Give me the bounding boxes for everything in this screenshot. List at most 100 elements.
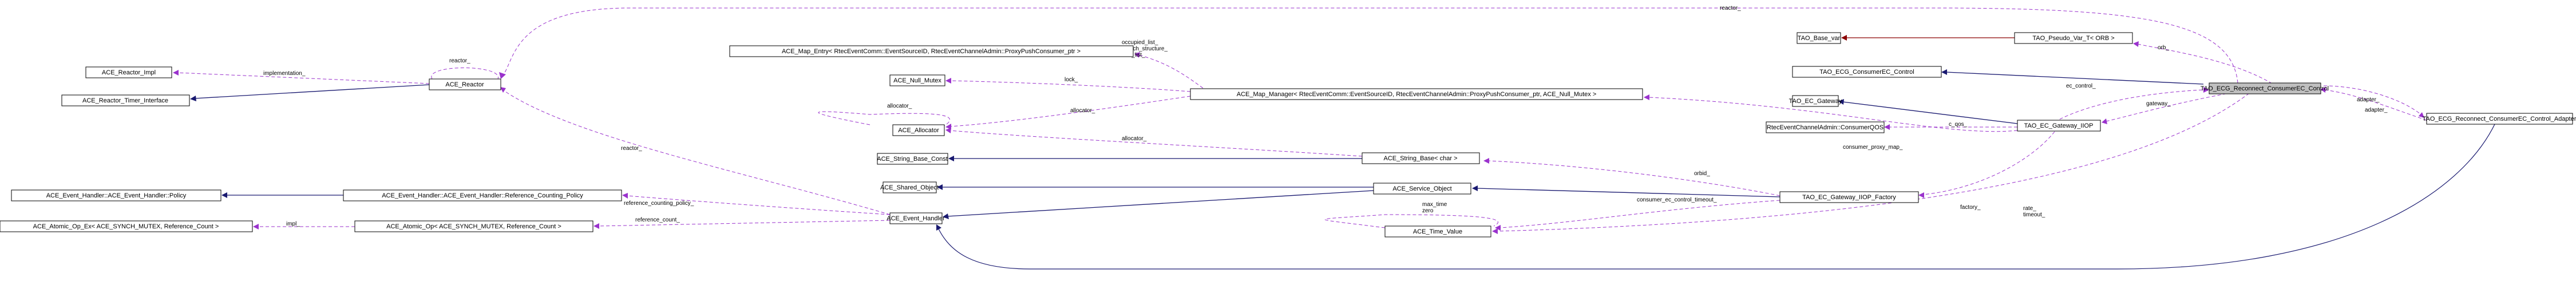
node-label: ACE_Service_Object <box>1392 185 1451 192</box>
node-label: ACE_String_Base< char > <box>1383 155 1457 162</box>
node-rtec-consumer-qos[interactable]: RtecEventChannelAdmin::ConsumerQOS <box>1766 121 1885 133</box>
node-tao-ecg-reconnect-consumerec-control[interactable]: TAO_ECG_Reconnect_ConsumerEC_Control <box>2201 82 2329 94</box>
node-label: TAO_ECG_ConsumerEC_Control <box>1819 69 1914 76</box>
node-label: ACE_Map_Entry< RtecEventComm::EventSourc… <box>782 48 1081 55</box>
node-tao-pseudo-var[interactable]: TAO_Pseudo_Var_T< ORB > <box>2014 32 2133 44</box>
edge-label-rate-timeout: rate_timeout_ <box>2023 205 2045 218</box>
node-ace-reactor[interactable]: ACE_Reactor <box>429 78 501 90</box>
edge-allocator-self <box>818 111 951 126</box>
edge-rate-timeout <box>1496 93 2250 232</box>
edge-ec-gateway <box>1842 101 2018 124</box>
node-tao-base-var[interactable]: TAO_Base_var <box>1797 32 1841 44</box>
edge-label-adapter-2: adapter_ <box>2365 107 2388 113</box>
node-tao-ecg-consumerec-control[interactable]: TAO_ECG_ConsumerEC_Control <box>1792 66 1942 78</box>
edge-gateway <box>2106 91 2238 122</box>
edge-adapter-event-handler <box>938 122 2496 270</box>
node-label: TAO_EC_Gateway_IIOP <box>2024 122 2094 129</box>
edge-adapter-event-handler-arrowhead <box>936 224 941 231</box>
node-label: ACE_Atomic_Op< ACE_SYNCH_MUTEX, Referenc… <box>386 223 561 230</box>
edge-orb <box>2137 43 2273 84</box>
node-label: TAO_ECG_Reconnect_ConsumerEC_Control <box>2201 85 2329 92</box>
edge-reactor-self <box>431 68 498 80</box>
node-tao-ecg-reconnect-adapter[interactable]: TAO_ECG_Reconnect_ConsumerEC_Control_Ada… <box>2423 113 2576 125</box>
node-map-entry[interactable]: ACE_Map_Entry< RtecEventComm::EventSourc… <box>729 45 1134 57</box>
edge-adapter-2-arrowhead <box>2320 87 2326 93</box>
node-event-handler[interactable]: ACE_Event_Handler <box>887 212 945 224</box>
node-atomic-op[interactable]: ACE_Atomic_Op< ACE_SYNCH_MUTEX, Referenc… <box>354 220 593 232</box>
edge-reactor-top-arrowhead <box>499 72 506 79</box>
node-ace-reactor-impl[interactable]: ACE_Reactor_Impl <box>85 66 172 78</box>
edge-label-ec-control: ec_control_ <box>2066 83 2096 89</box>
edge-occupied <box>1138 54 1208 92</box>
node-eh-policy[interactable]: ACE_Event_Handler::ACE_Event_Handler::Po… <box>11 189 221 201</box>
edge-occupied-arrowhead <box>1134 52 1140 58</box>
edge-label-reactor-eh: reactor_ <box>621 145 642 152</box>
edge-orbid-arrowhead <box>1483 158 1489 164</box>
node-shared-object[interactable]: ACE_Shared_Object <box>880 181 939 193</box>
node-label: ACE_Null_Mutex <box>893 77 941 84</box>
edge-label-adapter-1: adapter_ <box>2357 97 2380 103</box>
node-tao-ec-gateway[interactable]: TAO_EC_Gateway <box>1789 95 1842 107</box>
node-service-object[interactable]: ACE_Service_Object <box>1373 183 1471 195</box>
edge-label-allocator-mm: allocator_ <box>1070 108 1095 114</box>
node-label: ACE_Shared_Object <box>880 184 939 191</box>
edge-timer-interface <box>194 84 430 99</box>
node-label: ACE_Map_Manager< RtecEventComm::EventSou… <box>1237 91 1597 98</box>
edge-event-handler-inherit <box>947 190 1374 217</box>
node-label: ACE_Event_Handler::ACE_Event_Handler::Po… <box>46 192 187 199</box>
edge-ec-control-arrowhead <box>2203 87 2209 93</box>
edge-label-refcount-policy: reference_counting_policy_ <box>624 200 694 207</box>
node-label: ACE_Reactor_Impl <box>102 69 156 76</box>
node-null-mutex[interactable]: ACE_Null_Mutex <box>889 74 945 86</box>
node-allocator[interactable]: ACE_Allocator <box>892 124 945 136</box>
edge-label-consumer-ec-control-timeout: consumer_ec_control_timeout_ <box>1637 197 1717 203</box>
node-label: TAO_EC_Gateway_IIOP_Factory <box>1802 194 1896 201</box>
node-eh-refcount-policy[interactable]: ACE_Event_Handler::ACE_Event_Handler::Re… <box>343 189 622 201</box>
edge-label-implementation: implementation_ <box>263 70 306 77</box>
edge-factory <box>1922 131 2055 195</box>
node-label: ACE_Reactor <box>445 81 484 88</box>
edge-adapter-1 <box>2323 85 2421 115</box>
node-tao-ec-gateway-iiop-factory[interactable]: TAO_EC_Gateway_IIOP_Factory <box>1779 191 1919 203</box>
edge-consumer-proxy-map <box>1648 97 2018 132</box>
node-atomic-op-ex[interactable]: ACE_Atomic_Op_Ex< ACE_SYNCH_MUTEX, Refer… <box>0 220 253 232</box>
node-time-value[interactable]: ACE_Time_Value <box>1384 225 1491 238</box>
node-label: TAO_EC_Gateway <box>1789 98 1842 105</box>
edge-consumerec-control <box>1945 72 2204 85</box>
edge-label-reference-count: reference_count_ <box>635 217 680 223</box>
edge-reactor-eh <box>503 90 891 215</box>
edge-impl-arrowhead <box>253 224 259 229</box>
edge-label-occupied: occupied_list_search_structure_free_list… <box>1122 39 1168 58</box>
edge-consumer-ec-control-timeout <box>1499 200 1780 228</box>
node-string-base[interactable]: ACE_String_Base< char > <box>1362 152 1480 164</box>
edge-reactor-top <box>503 7 2238 84</box>
edge-label-consumer-proxy-map: consumer_proxy_map_ <box>1843 144 1903 151</box>
edge-implementation <box>177 72 430 84</box>
node-ace-reactor-timer-interface[interactable]: ACE_Reactor_Timer_Interface <box>61 94 190 106</box>
edge-label-lock: lock_ <box>1065 77 1078 83</box>
node-label: RtecEventChannelAdmin::ConsumerQOS <box>1767 124 1883 131</box>
edge-lock <box>949 80 1191 92</box>
node-label: ACE_Reactor_Timer_Interface <box>82 97 168 104</box>
node-map-manager[interactable]: ACE_Map_Manager< RtecEventComm::EventSou… <box>1190 88 1643 100</box>
edge-timer-interface-arrowhead <box>190 96 196 101</box>
node-label: ACE_String_Base_Const <box>877 156 948 163</box>
edge-event-handler-inherit-arrowhead <box>943 213 949 219</box>
edge-ec-gateway-arrowhead <box>1838 99 1844 105</box>
edge-reactor-eh-arrowhead <box>500 87 506 93</box>
edge-allocator-mm-arrowhead <box>945 124 951 129</box>
edge-shared-object-arrowhead <box>937 184 943 190</box>
node-label: TAO_Base_var <box>1798 35 1841 42</box>
edge-label-orb: orb_ <box>2158 45 2169 51</box>
edge-reference-count <box>597 220 891 227</box>
node-string-base-const[interactable]: ACE_String_Base_Const <box>877 153 948 165</box>
node-label: TAO_ECG_Reconnect_ConsumerEC_Control_Ada… <box>2423 116 2576 122</box>
node-tao-ec-gateway-iiop[interactable]: TAO_EC_Gateway_IIOP <box>2017 120 2101 132</box>
edge-lock-arrowhead <box>945 78 951 84</box>
edge-string-base-const-arrowhead <box>948 156 954 161</box>
edge-orbid <box>1487 160 1780 196</box>
edge-consumer-ec-control-timeout-arrowhead <box>1495 225 1501 231</box>
node-label: ACE_Event_Handler::ACE_Event_Handler::Re… <box>382 192 583 199</box>
edge-base-var-arrowhead <box>1841 35 1847 41</box>
